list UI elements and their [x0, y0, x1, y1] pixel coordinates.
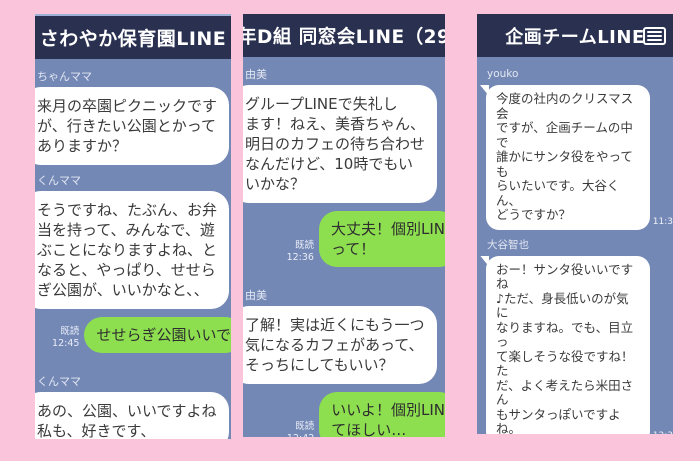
message-bubble-sent: いいよ！個別LIN てほしい… — [319, 392, 445, 437]
chat-message-area: 由美 グループLINEで失礼し ます！ねえ、美香ちゃん、 明日のカフェの待ち合わ… — [243, 57, 445, 437]
hamburger-menu-icon[interactable] — [643, 26, 666, 45]
message-bubble-received: 今度の社内のクリスマス会 ですが、企画チームの中で 誰かにサンタ役をやっても ら… — [480, 85, 650, 230]
sender-name: 由美 — [245, 68, 267, 81]
sender-name: 大谷智也 — [487, 238, 529, 251]
message-bubble-received: 了解！実は近くにもう一つ 気になるカフェがあって、 そっちにしてもいい？ — [243, 306, 437, 384]
read-label: 既読 — [294, 240, 314, 251]
sender-name: youko — [487, 68, 519, 80]
chat-window-reunion: 年D組 同窓会LINE（29） 由美 グループLINEで失礼し ます！ねえ、美香… — [243, 14, 445, 437]
message-bubble-received: グループLINEで失礼し ます！ねえ、美香ちゃん、 明日のカフェの待ち合わせ な… — [243, 85, 438, 203]
bubble-tail — [480, 255, 489, 267]
message-text: 今度の社内のクリスマス会 ですが、企画チームの中で 誰かにサンタ役をやっても ら… — [496, 91, 634, 222]
message-time: 12:45 — [52, 338, 80, 349]
message-text: おー！サンタ役いいですね ♪ただ、身長低いのが気に なりますね。でも、目立っ て… — [496, 261, 634, 434]
sent-message-row: 既読 12:42 いいよ！個別LIN てほしい… — [287, 392, 445, 437]
sender-name: ちゃんママ — [37, 70, 92, 83]
read-receipt: 既読 12:36 — [287, 240, 314, 264]
message-bubble-sent: せせらぎ公園いいで — [84, 317, 231, 353]
message-time: 12:3 — [653, 431, 673, 435]
message-bubble-received: おー！サンタ役いいですね ♪ただ、身長低いのが気に なりますね。でも、目立っ て… — [480, 255, 650, 434]
chat-window-planning-team: 企画チームLINE youko 今度の社内のクリスマス会 ですが、企画チームの中… — [477, 14, 673, 434]
chat-title: 年D組 同窓会LINE（29） — [243, 26, 445, 48]
sender-name: 由美 — [245, 289, 267, 302]
read-label: 既読 — [295, 421, 315, 432]
read-label: 既読 — [60, 326, 80, 337]
message-time: 11:3 — [652, 216, 673, 227]
sent-message-row: 既読 12:45 せせらぎ公園いいで — [52, 317, 231, 353]
message-time: 12:36 — [286, 252, 314, 263]
chat-title: さわやか保育園LINE — [39, 28, 227, 50]
message-bubble-received: あの、公園、いいですよね 私も、好きです、 — [35, 392, 229, 439]
received-message-row: 今度の社内のクリスマス会 ですが、企画チームの中で 誰かにサンタ役をやっても ら… — [477, 85, 673, 230]
read-receipt: 既読 12:45 — [52, 326, 79, 350]
chat-window-nursery: さわやか保育園LINE ちゃんママ 来月の卒園ピクニックです が、行きたい公園と… — [35, 14, 231, 439]
sender-name: くんママ — [37, 174, 81, 187]
message-bubble-received: そうですね、たぶん、お弁 当を持って、みんなで、遊 ぶことになりますよね、と な… — [35, 191, 230, 309]
message-bubble-sent: 大丈夫！個別LIN って！ — [318, 211, 445, 267]
sender-name: くんママ — [37, 375, 81, 388]
message-time: 12:42 — [287, 433, 314, 437]
sent-message-row: 既読 12:36 大丈夫！個別LIN って！ — [287, 211, 445, 267]
message-bubble-received: 来月の卒園ピクニックです が、行きたい公園とかって ありますか？ — [35, 87, 230, 165]
received-message-row: おー！サンタ役いいですね ♪ただ、身長低いのが気に なりますね。でも、目立っ て… — [477, 255, 673, 435]
chat-header: 企画チームLINE — [477, 14, 673, 57]
chat-header: さわやか保育園LINE — [35, 14, 231, 59]
chat-title: 企画チームLINE — [505, 26, 645, 48]
chat-header: 年D組 同窓会LINE（29） — [243, 14, 445, 57]
bubble-tail — [480, 85, 489, 96]
read-receipt: 既読 12:42 — [287, 421, 314, 437]
chat-message-area: ちゃんママ 来月の卒園ピクニックです が、行きたい公園とかって ありますか？ く… — [35, 59, 231, 439]
chat-message-area: youko 今度の社内のクリスマス会 ですが、企画チームの中で 誰かにサンタ役を… — [477, 57, 673, 434]
